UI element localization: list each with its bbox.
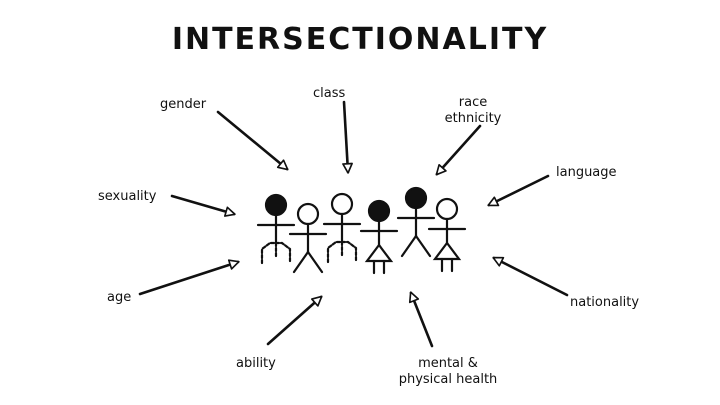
stick-figure <box>288 202 328 274</box>
stick-figure <box>396 186 436 258</box>
label-ability: ability <box>236 356 276 371</box>
label-health-physical: physical health <box>398 372 498 387</box>
figure-head <box>435 197 459 221</box>
arrow-nationality <box>492 256 569 297</box>
label-race-ethnicity: race ethnicity <box>440 95 506 127</box>
arrow-race-ethnicity <box>435 124 482 176</box>
label-health-mental: mental & <box>418 356 478 371</box>
arrow-language <box>487 174 550 207</box>
figure-head <box>367 199 391 223</box>
people-group <box>256 186 467 275</box>
arrow-class <box>342 100 353 174</box>
label-gender: gender <box>160 97 207 112</box>
label-race: race <box>458 95 488 110</box>
arrow-gender <box>216 110 289 171</box>
label-class: class <box>313 86 346 101</box>
arrow-health <box>408 291 434 348</box>
figure-dress <box>364 243 394 263</box>
figure-head <box>296 202 320 226</box>
arrow-ability <box>266 295 323 346</box>
figure-leg <box>306 250 324 274</box>
label-ethnicity: ethnicity <box>444 111 502 126</box>
figure-leg <box>414 234 432 258</box>
figure-head <box>264 193 288 217</box>
label-health: mental & physical health <box>388 356 508 388</box>
figure-head <box>330 192 354 216</box>
arrow-sexuality <box>170 194 236 217</box>
stick-figure <box>359 199 399 275</box>
label-language: language <box>556 165 617 180</box>
label-nationality: nationality <box>570 295 640 310</box>
label-sexuality: sexuality <box>98 189 157 204</box>
figure-leg <box>292 250 310 274</box>
figure-head <box>404 186 428 210</box>
stick-figure <box>427 197 467 273</box>
figure-dress <box>432 241 462 261</box>
figure-leg <box>400 234 418 258</box>
diagram-title: INTERSECTIONALITY <box>171 22 549 57</box>
stick-figure <box>322 192 362 264</box>
label-age: age <box>107 290 132 305</box>
arrow-age <box>138 259 240 296</box>
stick-figure <box>256 193 296 265</box>
